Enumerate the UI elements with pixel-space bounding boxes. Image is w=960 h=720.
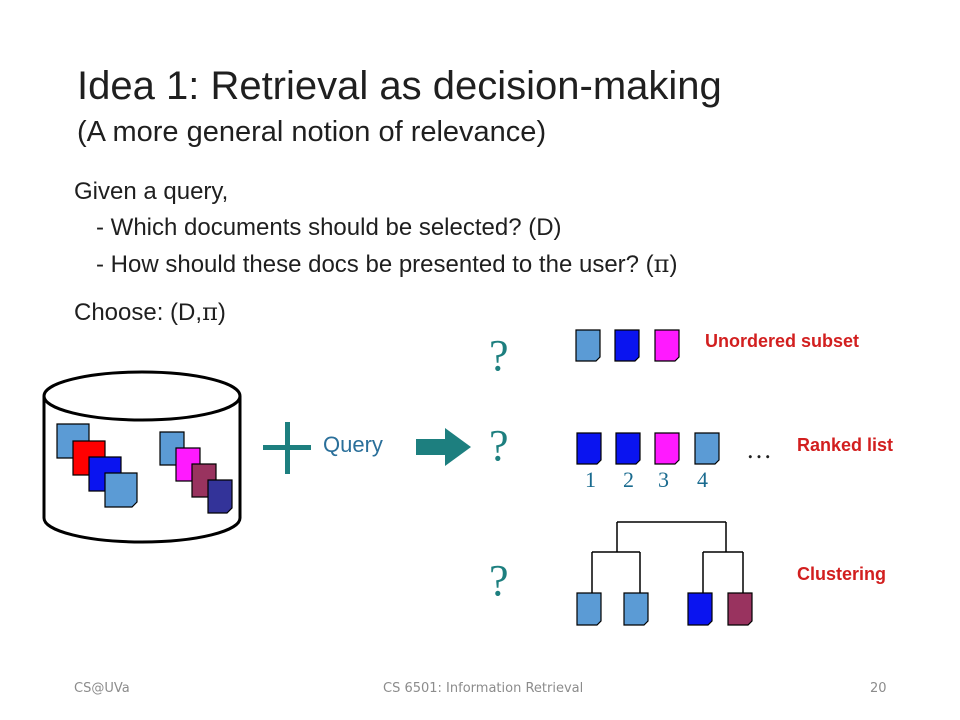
doc-icon [695,433,719,464]
doc-icon [577,433,601,464]
cluster-dendrogram [592,522,743,593]
arrow-right-icon [416,428,471,466]
doc-icon [655,330,679,361]
doc-icon [728,593,752,625]
ranked-list-docs [577,433,719,464]
doc-icon [616,433,640,464]
doc-icon [576,330,600,361]
clustering-docs [577,593,752,625]
doc-icon [577,593,601,625]
unordered-subset-docs [576,330,679,361]
doc-icon [688,593,712,625]
doc-icon [624,593,648,625]
doc-icon [105,473,137,507]
doc-icon [208,480,232,513]
doc-icon [615,330,639,361]
doc-icon [655,433,679,464]
plus-icon [263,422,311,474]
